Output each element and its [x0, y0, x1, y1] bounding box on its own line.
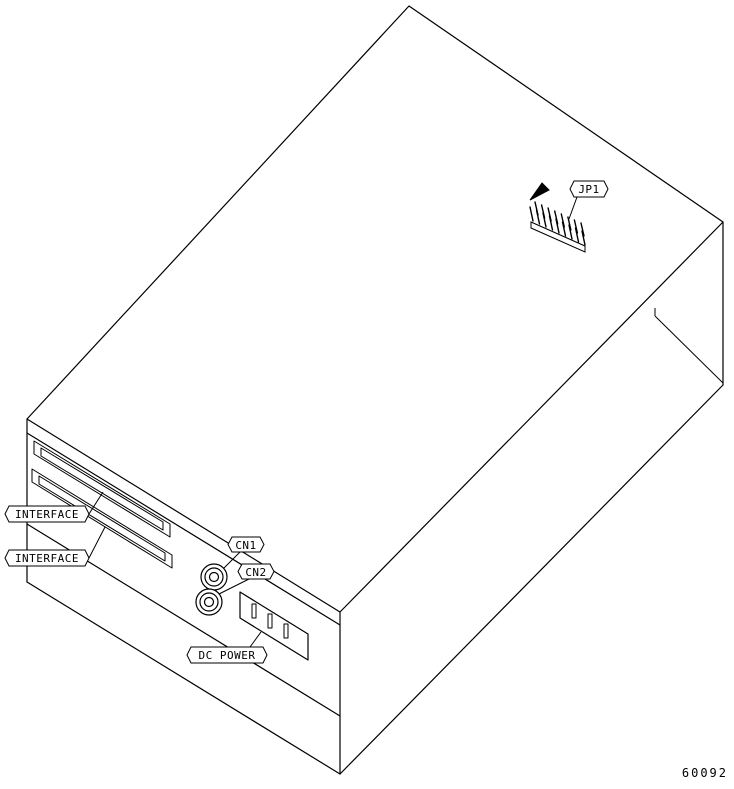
cn1-leader-line: [223, 551, 241, 569]
dc-power-pin: [251, 603, 257, 619]
callout-box: [237, 563, 275, 580]
chassis-outline: [26, 5, 724, 775]
dc-power-pin: [267, 613, 273, 629]
callout-interface-lower: INTERFACE: [4, 549, 90, 567]
cn1-connector: [200, 563, 228, 591]
callout-box: [227, 536, 265, 553]
callout-box: [186, 646, 268, 664]
bezel-top-line: [26, 432, 341, 626]
callout-box: [4, 549, 90, 567]
top-face: [26, 5, 724, 613]
bottom-right-edge: [339, 384, 724, 775]
cn2-connector: [195, 588, 223, 616]
dc-power-pin: [283, 623, 289, 639]
callout-box: [569, 180, 609, 198]
interface-upper-leader-line: [88, 491, 104, 515]
callout-label: INTERFACE: [15, 552, 79, 565]
jp1-leader-line: [568, 196, 578, 220]
callout-jp1: JP1: [569, 180, 609, 198]
interface-slot-upper: [33, 440, 171, 538]
figure-number: 60092: [681, 766, 728, 780]
callout-label: DC POWER: [199, 649, 256, 662]
bottom-left-edge: [26, 581, 341, 775]
dc-power-connector: [239, 591, 309, 661]
callout-label: JP1: [578, 183, 599, 196]
jp1-pointer-arrow: [529, 182, 550, 201]
callout-label: CN1: [235, 539, 256, 552]
leader-lines: [88, 196, 578, 648]
rear-opening-edge: [654, 308, 724, 384]
dc-power-leader-line: [249, 631, 262, 648]
callout-box: [4, 505, 90, 523]
jp1-jumper-block: [529, 201, 586, 253]
interface-lower-leader-line: [88, 526, 106, 559]
cn2-leader-line: [218, 578, 250, 595]
interface-slot-lower: [31, 468, 173, 569]
callout-label: CN2: [245, 566, 266, 579]
callout-label: INTERFACE: [15, 508, 79, 521]
callout-cn2: CN2: [237, 563, 275, 580]
callout-interface-upper: INTERFACE: [4, 505, 90, 523]
callout-cn1: CN1: [227, 536, 265, 553]
callout-dc-power: DC POWER: [186, 646, 268, 664]
